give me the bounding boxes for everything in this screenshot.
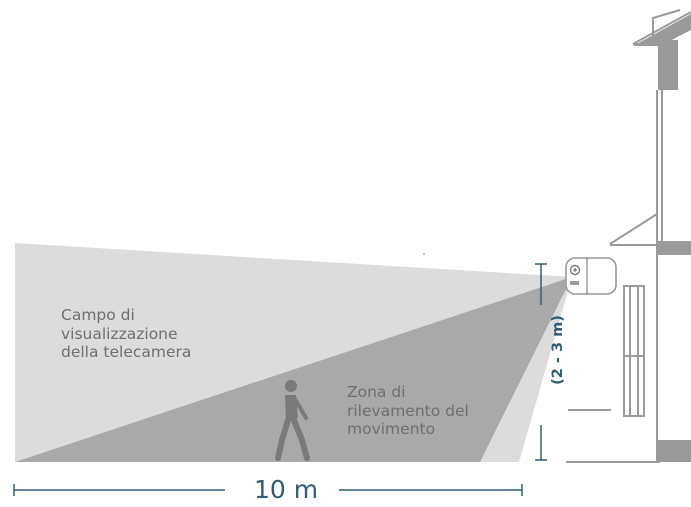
- height-dimension-line: [535, 263, 547, 461]
- speck: [423, 253, 425, 255]
- motion-zone-label: Zona di rilevamento del movimento: [347, 383, 469, 438]
- house-floor-band: [657, 241, 691, 255]
- motion-detection-zone: [15, 277, 572, 462]
- height-label: (2 - 3 m): [550, 315, 566, 385]
- distance-dimension-line: [13, 484, 523, 496]
- house-base-block: [657, 440, 691, 462]
- walking-person-icon: [275, 380, 310, 461]
- house-roof-peak: [633, 14, 691, 46]
- field-of-view-label: Campo di visualizzazione della telecamer…: [61, 306, 192, 361]
- distance-label: 10 m: [253, 475, 319, 504]
- outdoor-camera-icon: [565, 257, 617, 295]
- house-roof-block: [658, 40, 678, 90]
